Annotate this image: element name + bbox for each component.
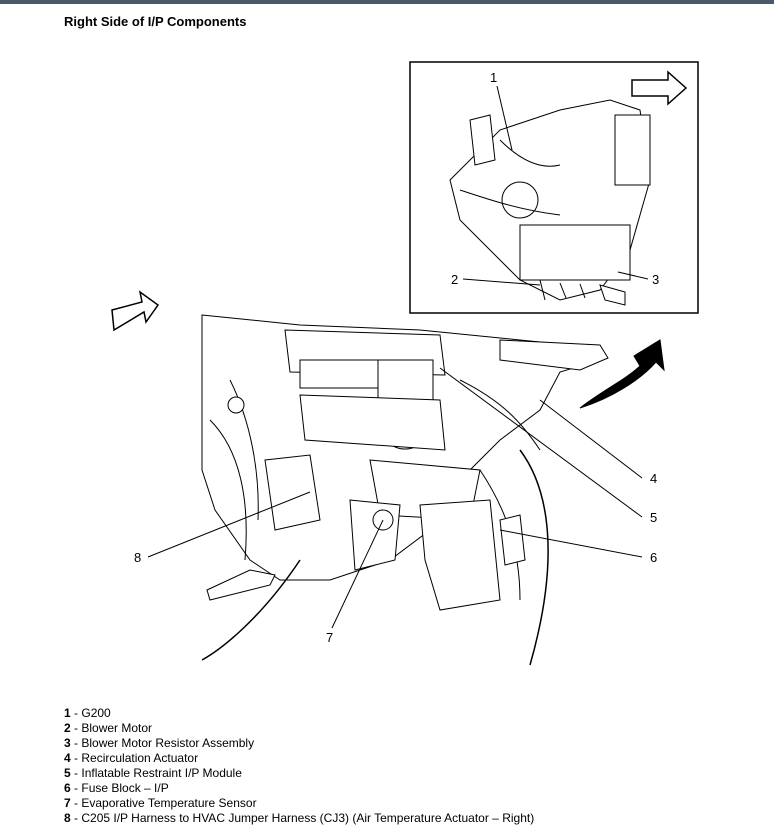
callout-6: 6 [650, 550, 657, 565]
main-direction-arrow-icon [111, 290, 160, 332]
callout-3: 3 [652, 272, 659, 287]
legend-item: 2 - Blower Motor [64, 721, 153, 735]
callout-numbers: 1 2 3 4 5 6 7 8 [134, 70, 659, 645]
callout-2: 2 [451, 272, 458, 287]
legend-item: 3 - Blower Motor Resistor Assembly [64, 736, 255, 750]
instrument-panel [201, 314, 609, 666]
rotation-arrow-icon [579, 339, 665, 409]
callout-7: 7 [326, 630, 333, 645]
legend-item: 4 - Recirculation Actuator [64, 751, 199, 765]
page-title: Right Side of I/P Components [64, 14, 247, 29]
callout-1: 1 [490, 70, 497, 85]
legend-item: 8 - C205 I/P Harness to HVAC Jumper Harn… [64, 811, 535, 825]
legend-item: 1 - G200 [64, 706, 111, 720]
top-bar [0, 0, 774, 4]
legend: 1 - G200 2 - Blower Motor 3 - Blower Mot… [64, 706, 534, 826]
callout-4: 4 [650, 471, 657, 486]
legend-item: 6 - Fuse Block – I/P [64, 781, 169, 795]
callout-8: 8 [134, 550, 141, 565]
components-diagram: 1 2 3 4 5 6 7 8 [111, 61, 699, 666]
inset-hvac-module [449, 99, 651, 306]
leader-lines [147, 85, 649, 629]
callout-5: 5 [650, 510, 657, 525]
legend-item: 5 - Inflatable Restraint I/P Module [64, 766, 242, 780]
inset-direction-arrow-icon [631, 70, 688, 106]
legend-item: 7 - Evaporative Temperature Sensor [64, 796, 257, 810]
